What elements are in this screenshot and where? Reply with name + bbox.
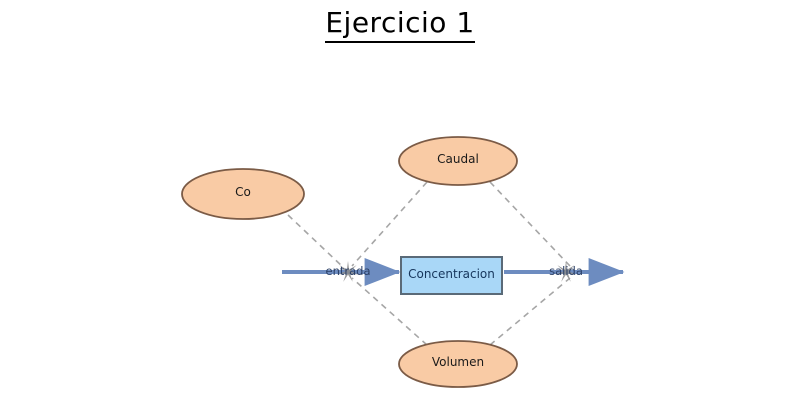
node-caudal[interactable] [398,136,518,186]
entrada-label: entrada [325,264,371,278]
page-title-text: Ejercicio 1 [325,6,475,43]
junction-entrada-icon [337,261,359,282]
node-volumen[interactable] [398,340,518,388]
junctions [337,261,577,282]
node-co[interactable] [181,168,305,220]
link-caudal-entrada [351,181,428,267]
link-volumen-entrada [351,277,428,346]
dashed-links [287,181,571,346]
page-title: Ejercicio 1 [0,6,800,43]
salida-label: salida [549,264,583,278]
link-co-entrada [287,214,345,269]
junction-salida-icon [555,261,577,282]
node-concentracion[interactable] [400,256,503,295]
nodes [181,136,518,388]
link-caudal-salida [489,181,571,267]
